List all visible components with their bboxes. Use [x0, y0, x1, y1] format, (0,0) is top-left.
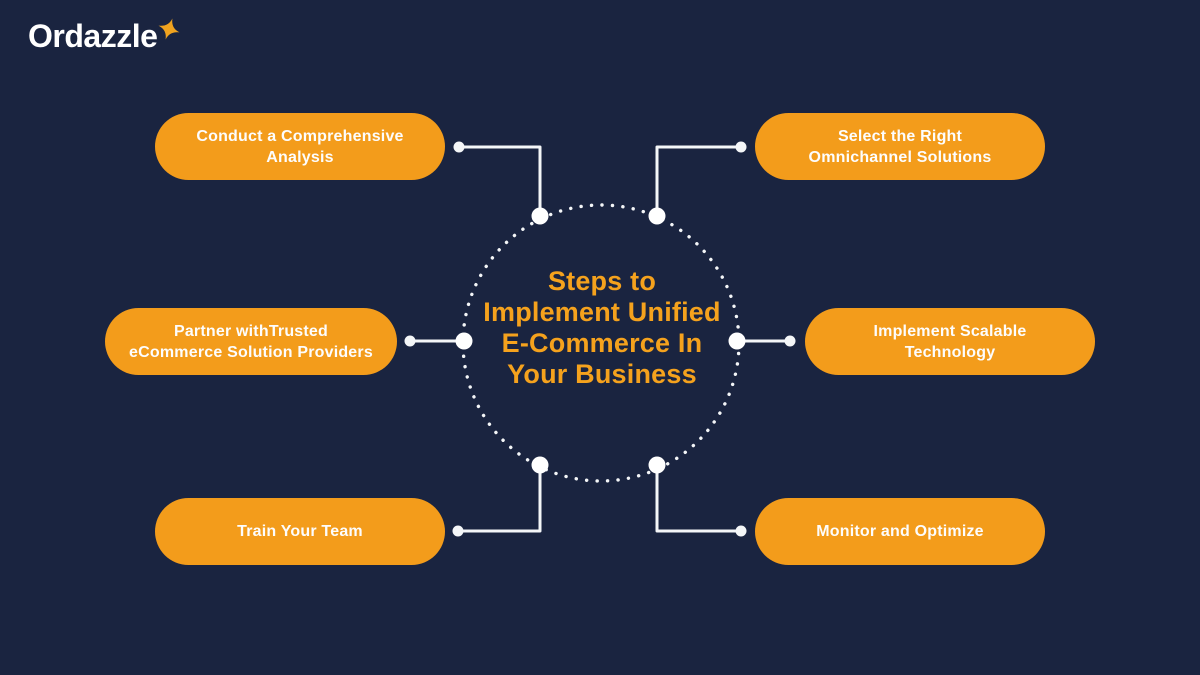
- step-label: Conduct a Comprehensive Analysis: [196, 127, 404, 166]
- step-label: Partner withTrusted eCommerce Solution P…: [129, 322, 373, 361]
- step-pill-monitor-optimize: Monitor and Optimize: [755, 498, 1045, 565]
- center-title: Steps to Implement Unified E-Commerce In…: [400, 266, 804, 390]
- step-label: Implement Scalable Technology: [873, 322, 1027, 361]
- connector-bottom-right: [655, 463, 743, 533]
- step-pill-scalable-technology: Implement Scalable Technology: [805, 308, 1095, 375]
- step-pill-select-omnichannel: Select the Right Omnichannel Solutions: [755, 113, 1045, 180]
- pill-end-dots: [404, 141, 796, 537]
- center-title-line: Steps to: [547, 266, 657, 296]
- brand-logo: Ordazzle: [28, 16, 180, 56]
- circle-rim-dots: [455, 207, 746, 474]
- connector-top-right: [655, 145, 743, 218]
- connector-top-left: [457, 145, 542, 218]
- step-pill-partner-providers: Partner withTrusted eCommerce Solution P…: [105, 308, 397, 375]
- center-title-line: E-Commerce In: [501, 328, 703, 358]
- brand-logo-text: Ordazzle: [28, 18, 158, 54]
- step-label: Monitor and Optimize: [816, 523, 984, 540]
- connector-bottom-left: [456, 463, 542, 533]
- step-pill-conduct-analysis: Conduct a Comprehensive Analysis: [155, 113, 445, 180]
- step-pill-train-team: Train Your Team: [155, 498, 445, 565]
- step-label: Train Your Team: [237, 523, 363, 540]
- sparkle-icon: [158, 18, 180, 40]
- center-title-line: Your Business: [507, 359, 697, 389]
- center-title-line: Implement Unified: [483, 297, 721, 327]
- step-label: Select the Right Omnichannel Solutions: [808, 127, 992, 166]
